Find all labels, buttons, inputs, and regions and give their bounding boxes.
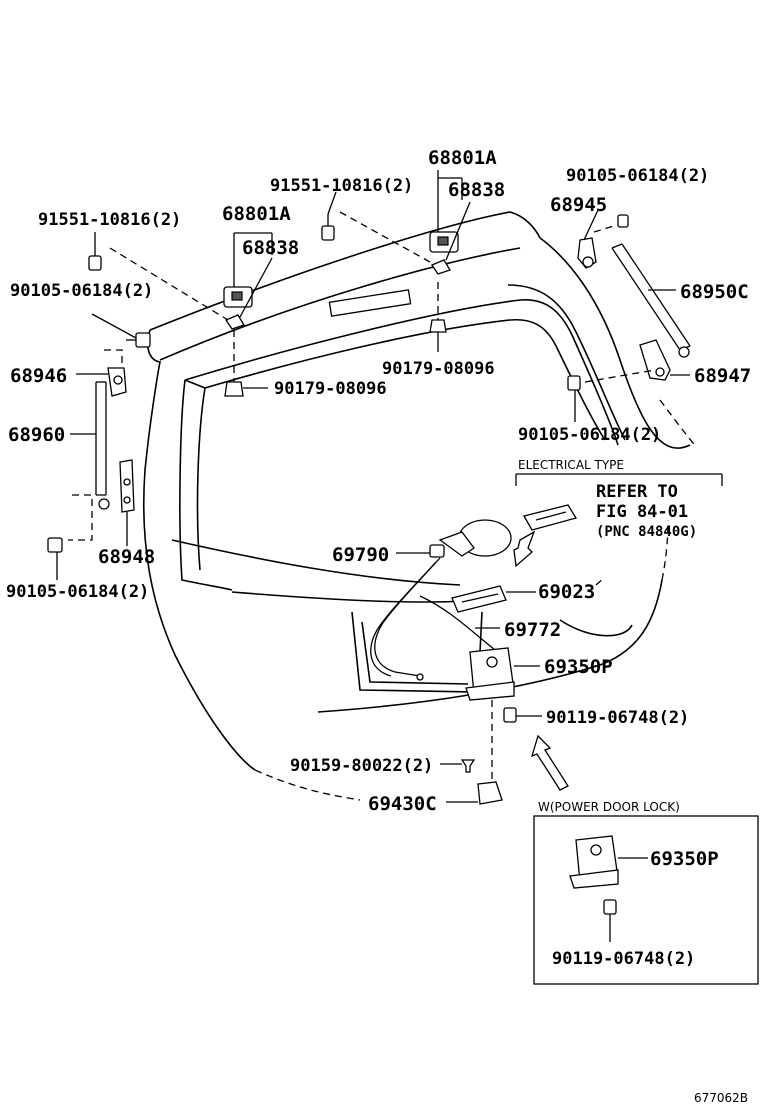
electrical-type-heading: ELECTRICAL TYPE	[518, 458, 624, 472]
label-68838-right: 68838	[448, 179, 505, 201]
label-90159: 90159-80022(2)	[290, 756, 433, 776]
label-68945: 68945	[550, 194, 607, 216]
bracket-68947	[567, 339, 690, 422]
label-90119: 90119-06748(2)	[546, 708, 689, 728]
label-90105-right-mid: 90105-06184(2)	[518, 425, 661, 445]
lock-69350P	[465, 647, 540, 701]
bolt-90119	[503, 707, 542, 723]
damper-stay-68960	[70, 381, 110, 510]
hinge-right	[429, 170, 471, 275]
switch-69790	[396, 531, 475, 558]
label-91551-left: 91551-10816(2)	[38, 210, 181, 230]
clip-90179-center	[429, 319, 447, 352]
label-69772: 69772	[504, 619, 561, 641]
refer-line-2: FIG 84-01	[596, 502, 688, 522]
label-90105-left-bottom: 90105-06184(2)	[6, 582, 149, 602]
label-68946: 68946	[10, 365, 67, 387]
label-90105-left-top: 90105-06184(2)	[10, 281, 153, 301]
label-91551-right: 91551-10816(2)	[270, 176, 413, 196]
inset-box	[533, 815, 759, 985]
label-90105-top-right: 90105-06184(2)	[566, 166, 709, 186]
label-68801A-left: 68801A	[222, 203, 291, 225]
inset-lock-69350P	[569, 835, 648, 889]
label-68838-left: 68838	[242, 237, 299, 259]
striker-69430C	[446, 781, 503, 805]
label-90119-inset: 90119-06748(2)	[552, 949, 695, 969]
label-90179-center: 90179-08096	[382, 359, 495, 379]
label-68947: 68947	[694, 365, 751, 387]
label-68948: 68948	[98, 546, 155, 568]
label-69023: 69023	[538, 581, 595, 603]
figure-id: 677062B	[694, 1091, 748, 1105]
bracket-68945	[577, 209, 629, 269]
bolt-91551-left	[88, 232, 102, 271]
clip-90179-left	[224, 381, 268, 397]
bracket-68948	[47, 459, 135, 580]
label-68950C: 68950C	[680, 281, 749, 303]
bolt-90159	[440, 759, 476, 773]
back-door-panel	[142, 211, 696, 801]
hinge-left	[223, 232, 273, 330]
view-arrow	[530, 734, 569, 791]
lamp-69023	[451, 577, 605, 613]
label-69790: 69790	[332, 544, 389, 566]
inset-bolt-90119	[603, 899, 617, 942]
label-68960: 68960	[8, 424, 65, 446]
electrical-handle	[513, 504, 578, 568]
refer-line-3: (PNC 84840G)	[596, 524, 697, 540]
stop-light-part	[328, 289, 412, 317]
label-69430C: 69430C	[368, 793, 437, 815]
refer-line-1: REFER TO	[596, 482, 678, 502]
label-69350P: 69350P	[544, 656, 613, 678]
bolt-91551-right	[321, 191, 337, 241]
damper-stay-68950C	[611, 243, 691, 358]
bracket-68946	[76, 313, 151, 397]
inset-heading: W(POWER DOOR LOCK)	[538, 800, 680, 814]
label-68801A-right: 68801A	[428, 147, 497, 169]
label-69350P-inset: 69350P	[650, 848, 719, 870]
label-90179-left: 90179-08096	[274, 379, 387, 399]
